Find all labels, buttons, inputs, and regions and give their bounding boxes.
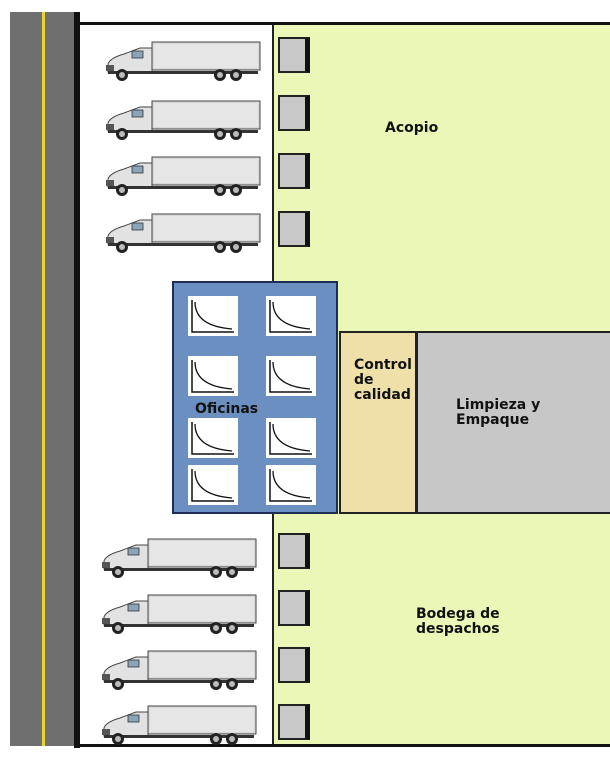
loading-dock-icon bbox=[278, 95, 310, 131]
label-control-calidad: Control de calidad bbox=[354, 357, 412, 403]
loading-dock-icon bbox=[278, 647, 310, 683]
chair-icon bbox=[266, 465, 316, 505]
road-edge-wall bbox=[74, 12, 80, 748]
plant-bottom-wall bbox=[76, 744, 610, 747]
truck-icon bbox=[102, 705, 257, 745]
truck-icon bbox=[106, 213, 261, 253]
label-limpieza-empaque: Limpieza y Empaque bbox=[456, 397, 541, 428]
loading-dock-icon bbox=[278, 211, 310, 247]
loading-dock-icon bbox=[278, 590, 310, 626]
loading-dock-icon bbox=[278, 533, 310, 569]
truck-icon bbox=[106, 41, 261, 81]
chair-icon bbox=[266, 418, 316, 458]
label-bodega-despachos: Bodega de despachos bbox=[416, 606, 500, 637]
road-center-line bbox=[42, 12, 45, 746]
chair-icon bbox=[266, 356, 316, 396]
truck-icon bbox=[106, 100, 261, 140]
chair-icon bbox=[188, 356, 238, 396]
truck-icon bbox=[102, 538, 257, 578]
area-bodega-despachos bbox=[274, 514, 610, 744]
area-control-calidad bbox=[339, 331, 417, 514]
label-acopio: Acopio bbox=[385, 120, 439, 136]
chair-icon bbox=[188, 296, 238, 336]
truck-icon bbox=[102, 650, 257, 690]
loading-dock-icon bbox=[278, 37, 310, 73]
chair-icon bbox=[188, 418, 238, 458]
chair-icon bbox=[266, 296, 316, 336]
loading-dock-icon bbox=[278, 153, 310, 189]
area-limpieza-empaque bbox=[416, 331, 610, 514]
loading-dock-icon bbox=[278, 704, 310, 740]
plant-top-wall bbox=[76, 22, 610, 25]
label-oficinas: Oficinas bbox=[195, 401, 259, 417]
truck-icon bbox=[102, 594, 257, 634]
chair-icon bbox=[188, 465, 238, 505]
truck-icon bbox=[106, 156, 261, 196]
area-acopio bbox=[274, 25, 610, 331]
